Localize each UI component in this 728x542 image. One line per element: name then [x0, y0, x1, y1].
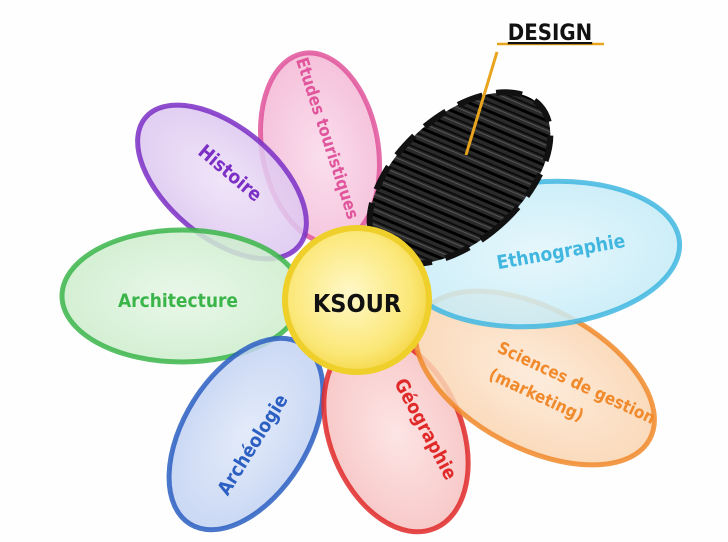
center-circle: KSOUR — [282, 225, 432, 375]
callout-line — [464, 51, 499, 156]
design-label: DESIGN — [508, 21, 592, 46]
architecture-label: Architecture — [118, 290, 238, 312]
petal-histoire — [135, 102, 309, 262]
design-callout: DESIGN — [464, 21, 604, 156]
center-label: KSOUR — [313, 289, 401, 318]
